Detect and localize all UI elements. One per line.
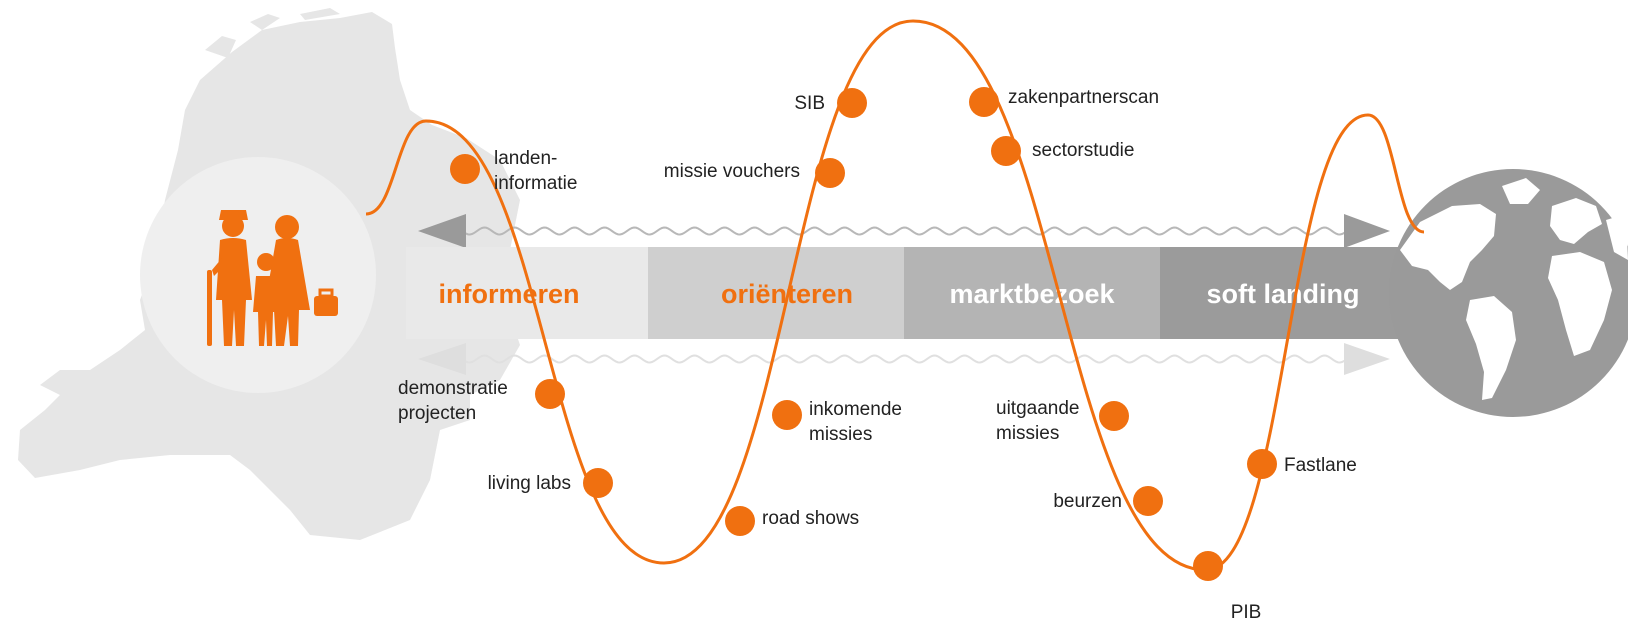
instrument-dot [1133, 486, 1163, 516]
phase-segment-soft-landing [1160, 247, 1412, 339]
family-icon [207, 210, 338, 346]
instrument-label: uitgaande [996, 398, 1079, 419]
arrowhead-bottom-left [418, 343, 466, 375]
globe-icon [1389, 169, 1628, 417]
phase-label-marktbezoek: marktbezoek [949, 279, 1115, 309]
instrument-dot [837, 88, 867, 118]
instrument-label: road shows [762, 508, 859, 529]
instrument-dot [1099, 401, 1129, 431]
arrowhead-top-left [418, 214, 466, 248]
phase-segment-marktbezoek [904, 247, 1160, 339]
phase-segment-informeren [406, 247, 648, 339]
instrument-label: missies [996, 423, 1059, 444]
instrument-dot [450, 154, 480, 184]
instrument-demonstratieprojecten: demonstratie projecten [398, 378, 565, 424]
instrument-label: inkomende [809, 399, 902, 420]
journey-wave [365, 19, 1425, 572]
instrument-sectorstudie: sectorstudie [991, 136, 1134, 166]
instrument-label: PIB [1231, 602, 1262, 619]
instrument-inkomende-missies: inkomende missies [772, 399, 907, 445]
instrument-label: living labs [488, 473, 571, 494]
instrument-road-shows: road shows [725, 506, 859, 536]
phase-label-informeren: informeren [438, 279, 579, 309]
instrument-label: projecten [398, 403, 476, 424]
svg-text:demonstratie projecten: demonstratie projecten [398, 378, 513, 424]
instrument-living-labs: living labs [488, 468, 613, 498]
phase-label-soft-landing: soft landing [1207, 279, 1360, 309]
arrowhead-bottom-right [1344, 343, 1390, 375]
instrument-label: zakenpartnerscan [1008, 87, 1159, 108]
wave-line-bottom [461, 354, 1349, 364]
instrument-dot [1193, 551, 1223, 581]
wave-line-top [461, 226, 1349, 236]
instrument-label: landen- [494, 148, 557, 169]
instrument-dot [725, 506, 755, 536]
instrument-missie-vouchers: missie vouchers [664, 158, 845, 188]
svg-text:landen- informatie: landen- informatie [494, 148, 577, 194]
instrument-label: SIB [794, 93, 825, 114]
phase-band: informeren oriënteren marktbezoek soft l… [406, 247, 1412, 339]
instrument-dot [1247, 449, 1277, 479]
instrument-label: Fastlane [1284, 455, 1357, 476]
instrument-label: beurzen [1053, 491, 1122, 512]
instrument-label: missie vouchers [664, 161, 800, 182]
instrument-landeninformatie: landen- informatie [450, 148, 577, 194]
arrowhead-top-right [1344, 214, 1390, 248]
netherlands-islands [205, 8, 340, 58]
instrument-dot [815, 158, 845, 188]
instrument-fastlane: Fastlane [1247, 449, 1357, 479]
instrument-label: informatie [494, 173, 577, 194]
instrument-label: sectorstudie [1032, 140, 1134, 161]
instrument-dot [991, 136, 1021, 166]
svg-text:uitgaande missies: uitgaande missies [996, 398, 1085, 444]
instrument-dot [583, 468, 613, 498]
instrument-dot [535, 379, 565, 409]
instrument-dot [969, 87, 999, 117]
instrument-label: demonstratie [398, 378, 508, 399]
instrument-uitgaande-missies: uitgaande missies [996, 398, 1129, 444]
instrument-zakenpartnerscan: zakenpartnerscan [969, 87, 1159, 117]
instrument-dot [772, 400, 802, 430]
phase-segment-orienteren [648, 247, 904, 339]
start-circle [140, 157, 376, 393]
instrument-label: missies [809, 424, 872, 445]
instrument-sib: SIB [794, 88, 867, 118]
instrument-beurzen: beurzen [1053, 486, 1163, 516]
svg-text:inkomende missies: inkomende missies [809, 399, 907, 445]
instrument-pib: PIB [1193, 551, 1261, 619]
